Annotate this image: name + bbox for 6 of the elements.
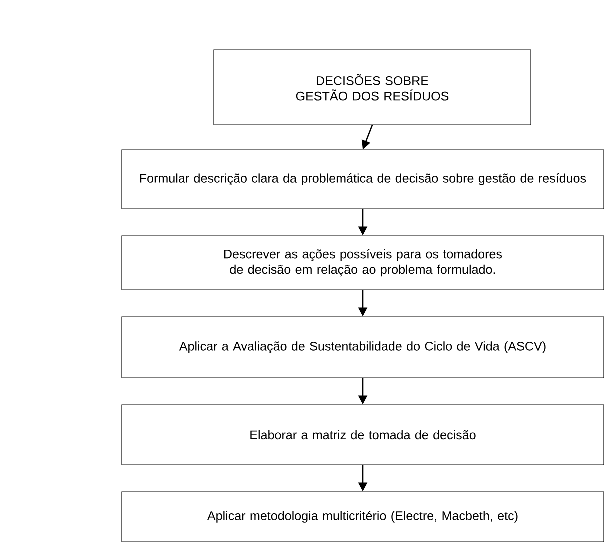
process-box: Aplicar a Avaliação de Sustentabilidade do Ciclo de Vida (ASCV) xyxy=(122,316,604,378)
process-box: Formular descrição clara da problemática de decisão sobre gestão de resíduos xyxy=(122,150,604,210)
process-box: Descrever as ações possíveis para os tomadores de decisão em relação ao problema formulado. xyxy=(122,236,604,290)
process-box: Aplicar metodologia multicritério (Electre, Macbeth, etc) xyxy=(122,492,604,542)
process-box: DECISÕES SOBRE GESTÃO DOS RESÍDUOS xyxy=(214,50,532,126)
process-box: Elaborar a matriz de tomada de decisão xyxy=(122,404,604,466)
